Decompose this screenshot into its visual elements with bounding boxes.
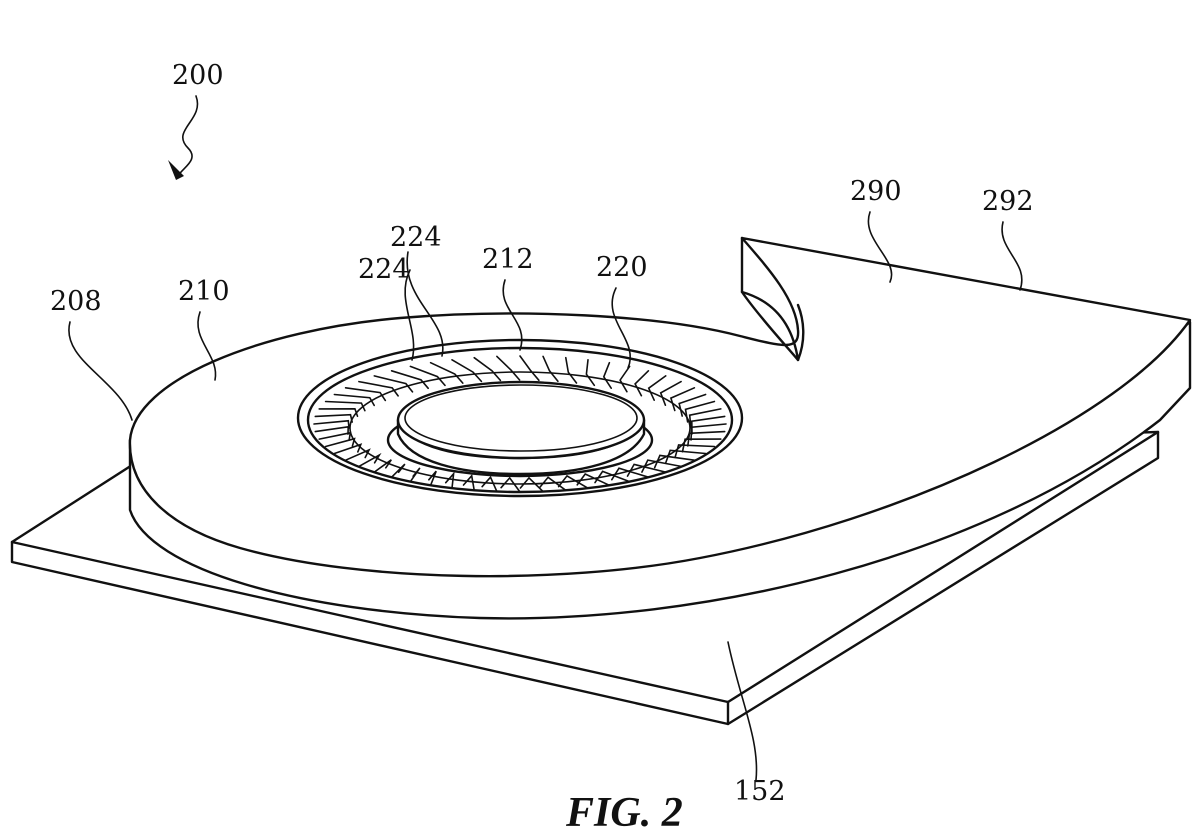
impeller-blade xyxy=(674,444,716,459)
impeller-blade xyxy=(519,355,540,382)
numeral-292: 292 xyxy=(982,186,1034,217)
numeral-224-upper: 224 xyxy=(390,222,442,253)
impeller-blade xyxy=(678,393,707,417)
impeller-blade xyxy=(688,408,722,429)
impeller-blade xyxy=(428,470,437,487)
impeller-blade xyxy=(451,359,483,383)
figure-caption: FIG. 2 xyxy=(565,790,683,836)
numeral-200: 200 xyxy=(172,60,224,91)
impeller-blade xyxy=(473,356,502,382)
impeller-blade xyxy=(333,393,375,407)
impeller-blade xyxy=(585,359,596,387)
impeller-blade xyxy=(659,380,682,406)
impeller-blade xyxy=(542,355,559,383)
impeller-assembly xyxy=(296,338,744,498)
impeller-blade xyxy=(690,415,726,435)
impeller-blade xyxy=(653,454,696,469)
impeller-blade xyxy=(313,419,350,429)
impeller-blade xyxy=(496,355,521,381)
impeller-blade xyxy=(324,437,356,448)
impeller-blade xyxy=(358,380,399,397)
numeral-290: 290 xyxy=(850,176,902,207)
impeller-blade xyxy=(634,370,650,397)
impeller-blade xyxy=(318,407,359,418)
impeller-blade xyxy=(602,361,612,389)
numeral-210: 210 xyxy=(178,276,230,307)
impeller-blade xyxy=(344,448,371,461)
impeller-blade xyxy=(681,438,722,453)
impeller-blades xyxy=(313,355,727,493)
reference-numerals: 200 208 210 224 224 212 220 290 292 152 xyxy=(50,60,1034,807)
impeller-blade xyxy=(390,463,406,478)
impeller-blade xyxy=(594,470,631,484)
numeral-208: 208 xyxy=(50,286,102,317)
numeral-152: 152 xyxy=(734,776,786,807)
impeller-blade xyxy=(669,387,696,412)
assembly-arrow xyxy=(168,95,199,180)
impeller-blade xyxy=(565,356,578,384)
impeller-blade xyxy=(390,370,429,390)
numeral-224-lower: 224 xyxy=(358,254,410,285)
numeral-212: 212 xyxy=(482,244,534,275)
impeller-blade xyxy=(409,467,421,483)
impeller-blade xyxy=(333,443,363,455)
impeller-blade xyxy=(619,365,631,393)
impeller-blade xyxy=(344,387,387,402)
impeller-blade xyxy=(324,400,366,412)
impeller-blade xyxy=(641,459,682,473)
impeller-blade xyxy=(429,361,464,384)
impeller-blade xyxy=(373,375,414,393)
numeral-220: 220 xyxy=(596,252,648,283)
impeller-blade xyxy=(665,449,707,464)
impeller-blade xyxy=(409,365,446,387)
leader-lines xyxy=(68,211,1023,781)
impeller-blade xyxy=(358,452,382,468)
impeller-blade xyxy=(647,375,667,401)
impeller-blade xyxy=(373,459,392,473)
